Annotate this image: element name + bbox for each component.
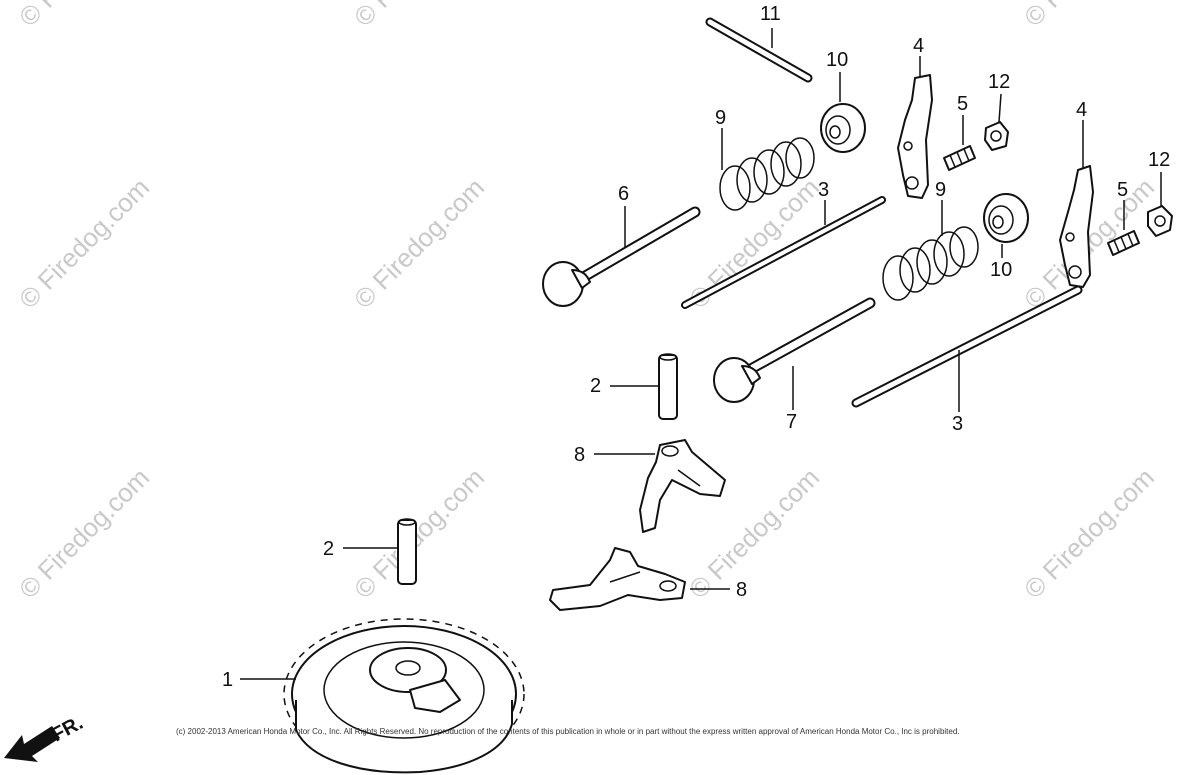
callout-6: 6 xyxy=(618,183,629,205)
copyright-notice: (c) 2002-2013 American Honda Motor Co., … xyxy=(176,727,960,736)
part-2-pin-upper xyxy=(658,353,678,420)
arrow-icon xyxy=(4,726,60,762)
callout-9: 9 xyxy=(715,107,726,129)
part-10-retainer-upper xyxy=(820,103,866,153)
part-9-spring-lower xyxy=(882,226,979,301)
part-5-adjuster-right xyxy=(1107,230,1140,256)
watermark: © Firedog.com xyxy=(348,172,490,314)
part-3-push-rod-lower xyxy=(851,285,1083,408)
part-8-follower-lower xyxy=(549,547,686,611)
watermark: © Firedog.com xyxy=(348,462,490,604)
part-3-push-rod-upper xyxy=(681,196,886,309)
part-12-nut-upper xyxy=(984,121,1009,151)
part-7-valve xyxy=(713,297,876,403)
callouts: 11 10 4 5 12 4 9 3 9 12 5 6 10 2 7 3 8 2… xyxy=(222,3,1170,691)
callout-2: 2 xyxy=(323,538,334,560)
callout-2: 2 xyxy=(590,375,601,397)
front-indicator: FR. xyxy=(4,712,87,762)
callout-3: 3 xyxy=(952,413,963,435)
callout-3: 3 xyxy=(818,179,829,201)
part-6-valve xyxy=(542,206,701,307)
callout-8: 8 xyxy=(736,579,747,601)
part-8-follower-upper xyxy=(639,439,726,533)
watermark: © Firedog.com xyxy=(13,172,155,314)
callout-5: 5 xyxy=(957,93,968,115)
watermark: © Firedog.com xyxy=(13,0,155,32)
part-2-pin-lower xyxy=(397,518,417,585)
part-10-retainer-lower xyxy=(983,193,1029,243)
part-9-spring-upper xyxy=(719,137,815,211)
callout-4: 4 xyxy=(1076,99,1087,121)
watermark: © Firedog.com xyxy=(1018,462,1160,604)
callout-12: 12 xyxy=(1148,149,1170,171)
watermark: © Firedog.com xyxy=(13,462,155,604)
callout-9: 9 xyxy=(935,179,946,201)
watermark: © Firedog.com xyxy=(1018,0,1160,32)
part-12-nut-right xyxy=(1147,205,1173,237)
part-4-rocker-arm-upper xyxy=(897,74,933,199)
callout-5: 5 xyxy=(1117,179,1128,201)
part-1-cam-gear xyxy=(283,618,525,774)
callout-1: 1 xyxy=(222,669,233,691)
callout-4: 4 xyxy=(913,35,924,57)
callout-10: 10 xyxy=(826,49,848,71)
watermark: © Firedog.com xyxy=(348,0,490,32)
callout-7: 7 xyxy=(786,411,797,433)
callout-12: 12 xyxy=(988,71,1010,93)
part-4-rocker-arm-right xyxy=(1059,165,1094,288)
leader-lines xyxy=(240,28,1162,680)
callout-11: 11 xyxy=(760,3,781,25)
callout-8: 8 xyxy=(574,444,585,466)
part-11-shaft xyxy=(705,17,813,83)
callout-10: 10 xyxy=(990,259,1012,281)
part-5-adjuster-upper xyxy=(943,145,976,171)
